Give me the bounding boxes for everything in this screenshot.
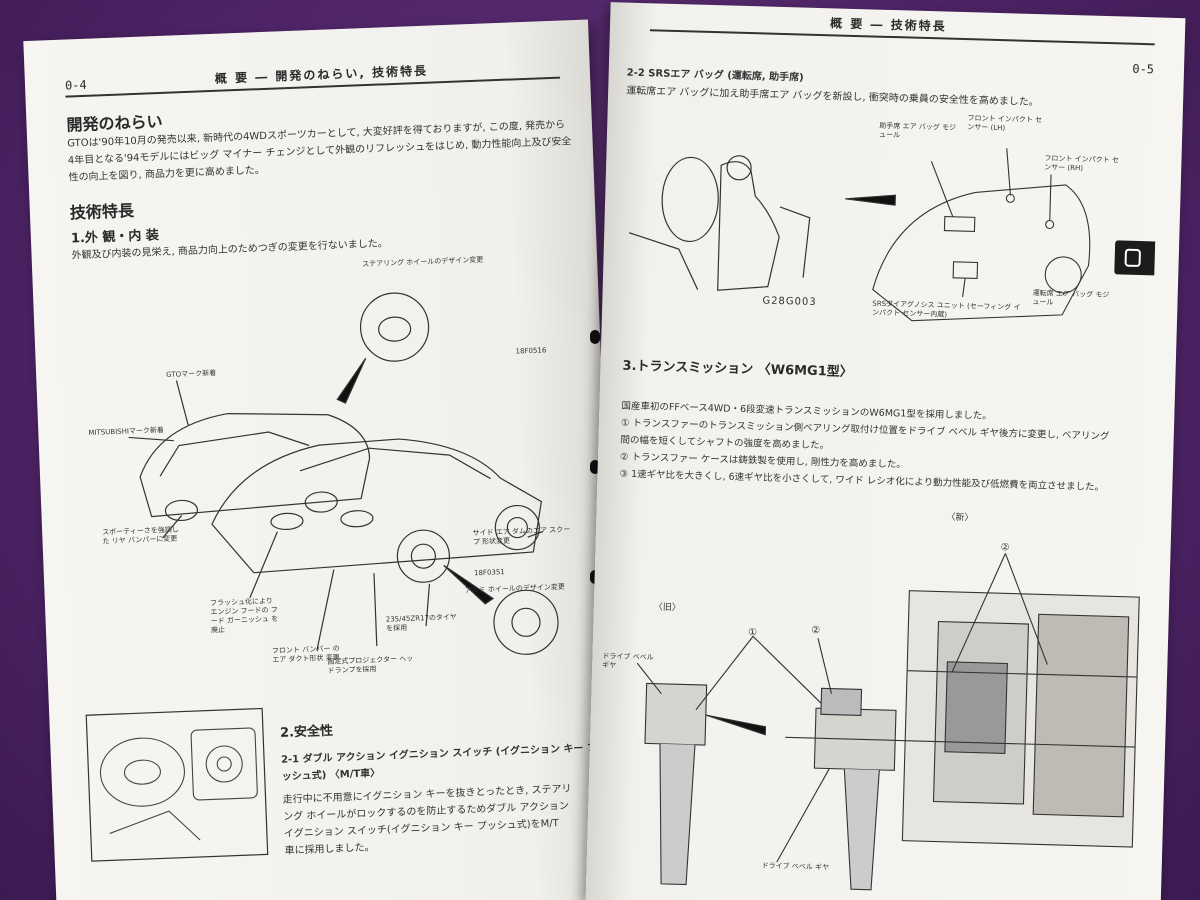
marker-2: ② xyxy=(811,624,821,637)
heading-features: 技術特長 xyxy=(69,201,135,223)
figure-code: G28G003 xyxy=(762,295,817,309)
header-title: 概 要 ― 技術特長 xyxy=(829,16,947,34)
binding-ring xyxy=(590,460,600,474)
label-front-sensor-rh: フロント インパクト センサー (RH) xyxy=(1044,154,1120,173)
section3-title: 3.トランスミッション 〈W6MG1型〉 xyxy=(622,358,853,381)
right-page: 概 要 ― 技術特長 0-5 2-2 SRSエア バッグ (運転席, 助手席) … xyxy=(585,2,1186,900)
label-old: 〈旧〉 xyxy=(653,602,681,614)
label-sporty-rear: スポーティーさを強調した リヤ バンパーに変更 xyxy=(102,525,179,546)
tab-symbol-icon xyxy=(1124,248,1141,268)
section2-title: 2.安全性 xyxy=(279,723,334,741)
left-page: 0-4 概 要 ― 開発のねらい, 技術特長 開発のねらい GTOは'90年10… xyxy=(23,19,622,900)
label-new: 〈新〉 xyxy=(946,512,974,524)
section3-text: 国産車初のFFベース4WD・6段変速トランスミッションのW6MG1型を採用しまし… xyxy=(619,398,1166,498)
steering-wheel-figure xyxy=(359,292,430,362)
label-air-scoop: サイド エア ダムのエア スクープ 形状変更 xyxy=(472,525,571,547)
front-car-body xyxy=(211,438,543,574)
page-number: 0-4 xyxy=(64,77,87,93)
ignition-switch-figure xyxy=(85,707,269,862)
label-passenger-module: 助手席 エア バッグ モジュール xyxy=(878,121,957,140)
marker-1: ① xyxy=(747,627,758,639)
label-driver-module: 運転席 エア バッグ モジュール xyxy=(1032,289,1110,307)
header-title: 概 要 ― 開発のねらい, 技術特長 xyxy=(214,63,429,86)
section1-title: 1.外 観・内 装 xyxy=(70,228,160,247)
label-front-sensor-lh: フロント インパクト センサー (LH) xyxy=(967,114,1043,133)
transmission-figure xyxy=(636,553,1140,891)
label-drive-bevel-gear-new: ドライブ ベベル ギヤ xyxy=(761,861,830,872)
section2-1-title: 2-1 ダブル アクション イグニション スイッチ (イグニション キー プッシ… xyxy=(280,742,598,783)
rear-car-body xyxy=(139,412,371,518)
label-drive-bevel-gear-old: ドライブ ベベル ギヤ xyxy=(602,652,654,670)
car-illustration xyxy=(128,292,559,655)
airbag-figure xyxy=(629,155,811,291)
page-header: 概 要 ― 技術特長 xyxy=(649,3,1156,46)
section2-1-text: 走行中に不用意にイグニション キーを抜きとったとき, ステアリ ング ホイールが… xyxy=(282,779,614,860)
figure-code: 18F0516 xyxy=(515,346,547,356)
label-tire: 235/45ZR17のタイヤ を採用 xyxy=(385,612,457,633)
binding-ring xyxy=(590,330,600,344)
label-flush: フラッシュ化により エンジン フードの フード ガーニッシュ を廃止 xyxy=(209,597,279,635)
page-number: 0-5 xyxy=(1132,61,1155,77)
srs-layout-figure xyxy=(845,148,1091,322)
figure-code: 18F0351 xyxy=(473,568,505,578)
page-header: 0-4 概 要 ― 開発のねらい, 技術特長 xyxy=(64,50,561,98)
section-tab xyxy=(1114,240,1156,276)
label-projector: 固定式プロジェクター ヘッドランプを採用 xyxy=(327,654,414,675)
marker-2: ② xyxy=(1000,542,1010,554)
section2-2-text: 運転席エア バッグに加え助手席エア バッグを新設し, 衝突時の乗員の安全性を高め… xyxy=(626,85,1039,109)
